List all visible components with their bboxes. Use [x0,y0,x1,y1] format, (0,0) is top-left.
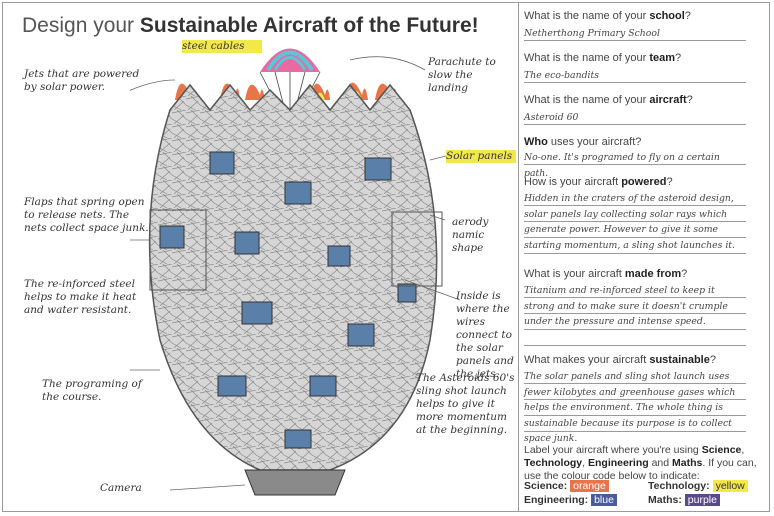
answer-line [524,82,746,83]
answer-line [524,40,746,41]
answer-powered[interactable]: Hidden in the craters of the asteroid de… [524,193,736,251]
annotation-jets: Jets that are powered by solar power. [24,68,140,93]
answer-line [524,383,746,384]
answer-line [524,253,746,254]
answer-line [524,313,746,314]
aircraft-body [148,83,438,471]
legend-maths: Maths: purple [648,494,720,506]
legend-technology: Technology: yellow [648,480,748,492]
camera [244,469,346,496]
answer-line [524,431,746,432]
answer-line [524,415,746,416]
legend-science-tag: orange [570,480,609,492]
question-team: What is the name of your team? [524,52,682,64]
answer-aircraft[interactable]: Asteroid 60 [524,112,579,123]
answer-line [524,237,746,238]
answer-line [524,164,746,165]
question-who: Who uses your aircraft? [524,136,642,148]
annotation-reinforced: The re-inforced steel helps to make it h… [24,278,137,316]
annotation-slingshot: The Asteroids 60's sling shot launch hel… [416,372,515,436]
panel-divider [518,2,519,512]
legend-science: Science: orange [524,480,609,492]
annotation-inside: Inside is where the wires connect to the… [456,290,514,380]
answer-sustainable[interactable]: The solar panels and sling shot launch u… [524,371,736,444]
legend-maths-tag: purple [684,494,720,506]
answer-line [524,297,746,298]
jet-flames [175,82,398,100]
answer-line [524,205,746,206]
page-title: Design your Sustainable Aircraft of the … [22,14,479,37]
answer-line [524,124,746,125]
answer-who[interactable]: No-one. It's programed to fly on a certa… [524,152,720,179]
question-school: What is the name of your school? [524,10,691,22]
solar-panel-craters [159,151,417,449]
answer-line [524,221,746,222]
flaps [149,209,443,291]
answer-line [524,345,746,346]
annotation-camera: Camera [100,482,142,494]
answer-team[interactable]: The eco-bandits [524,70,600,81]
aircraft-drawing [130,48,471,496]
answer-made-from[interactable]: Titanium and re-inforced steel to keep i… [524,285,728,327]
legend-engineering: Engineering: blue [524,494,617,506]
label-instructions: Label your aircraft where you're using S… [524,444,757,482]
annotation-flaps: Flaps that spring open to release nets. … [24,196,149,234]
question-made-from: What is your aircraft made from? [524,268,688,280]
annotation-parachute: Parachute to slow the landing [428,56,496,94]
answer-school[interactable]: Netherthong Primary School [524,28,660,39]
answer-line [524,399,746,400]
legend-engineering-tag: blue [591,494,617,506]
annotation-steel-cables: steel cables [182,40,262,53]
question-powered: How is your aircraft powered? [524,176,673,188]
annotation-solar-panels: Solar panels [446,150,516,163]
question-sustainable: What makes your aircraft sustainable? [524,354,716,366]
legend-technology-tag: yellow [712,480,748,492]
question-aircraft: What is the name of your aircraft? [524,94,693,106]
answer-line [524,329,746,330]
annotation-aerodynamic: aerody namic shape [452,216,489,254]
annotation-programming: The programing of the course. [42,378,142,403]
